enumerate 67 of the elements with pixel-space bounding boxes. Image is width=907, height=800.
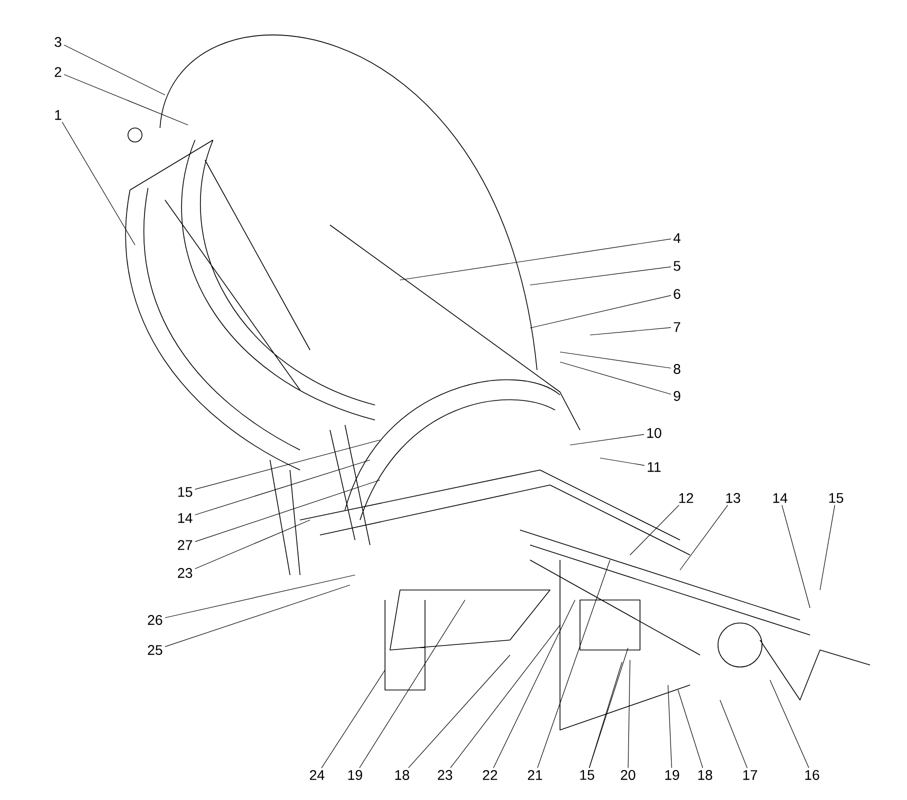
callout-number: 25 [148, 645, 162, 655]
leader-line [400, 238, 672, 280]
leader-line [194, 440, 380, 490]
leader-line [680, 504, 728, 570]
leader-line [194, 480, 380, 542]
callout-number: 9 [674, 391, 680, 401]
callout-number: 8 [674, 364, 680, 374]
leader-line [64, 44, 166, 96]
callout-number: 15 [178, 487, 192, 497]
leader-line [359, 600, 466, 768]
leader-line [630, 504, 680, 556]
leader-line [450, 624, 560, 768]
callout-number: 14 [178, 513, 192, 523]
callout-number: 19 [348, 770, 362, 780]
callout-number: 22 [482, 770, 498, 780]
callout-number: 16 [805, 770, 820, 780]
callout-number: 26 [148, 615, 162, 625]
callout-number: 3 [54, 37, 62, 47]
callout-number: 5 [674, 261, 680, 271]
leader-line [530, 266, 672, 286]
leader-line [588, 662, 622, 768]
leader-line [720, 700, 748, 768]
callout-number: 23 [438, 770, 452, 780]
leader-line [628, 660, 630, 768]
leader-line [408, 654, 510, 768]
callout-number: 18 [698, 770, 712, 780]
callout-number: 27 [178, 540, 192, 550]
leader-line [530, 295, 672, 328]
leader-line [560, 352, 672, 368]
leader-line [62, 122, 136, 246]
callout-number: 23 [178, 568, 192, 578]
leader-line [493, 600, 576, 768]
callout-number: 4 [673, 233, 680, 243]
callout-number: 18 [395, 770, 410, 780]
callout-number: 17 [743, 770, 758, 780]
callout-number: 13 [726, 493, 740, 503]
leader-line [194, 520, 310, 570]
leader-line [668, 684, 672, 768]
leader-line [164, 584, 350, 647]
callout-number: 20 [620, 770, 636, 780]
leader-line [164, 574, 356, 618]
callout-number: 14 [773, 493, 788, 503]
callout-number: 6 [674, 289, 680, 299]
leader-line [589, 648, 628, 768]
leader-line [820, 504, 836, 590]
callout-number: 7 [674, 322, 680, 332]
callout-number: 21 [528, 770, 542, 780]
callout-number: 11 [648, 462, 661, 472]
leader-line [194, 460, 370, 516]
leader-line [64, 74, 188, 126]
leader-line [570, 434, 644, 446]
leader-line [600, 458, 645, 466]
callout-number: 15 [829, 493, 844, 503]
callout-number: 10 [647, 428, 662, 438]
leader-line [782, 504, 810, 608]
leader-line [590, 327, 672, 336]
callout-number: 19 [665, 770, 680, 780]
leader-line [537, 560, 610, 768]
leader-line [560, 362, 672, 395]
leader-line [321, 670, 386, 768]
leader-line [678, 690, 704, 768]
callout-number: 12 [679, 493, 694, 503]
callout-number: 24 [310, 770, 324, 780]
callout-number: 2 [54, 67, 62, 77]
callout-number: 1 [55, 110, 62, 120]
callout-number: 15 [580, 770, 594, 780]
leader-line [770, 680, 810, 768]
